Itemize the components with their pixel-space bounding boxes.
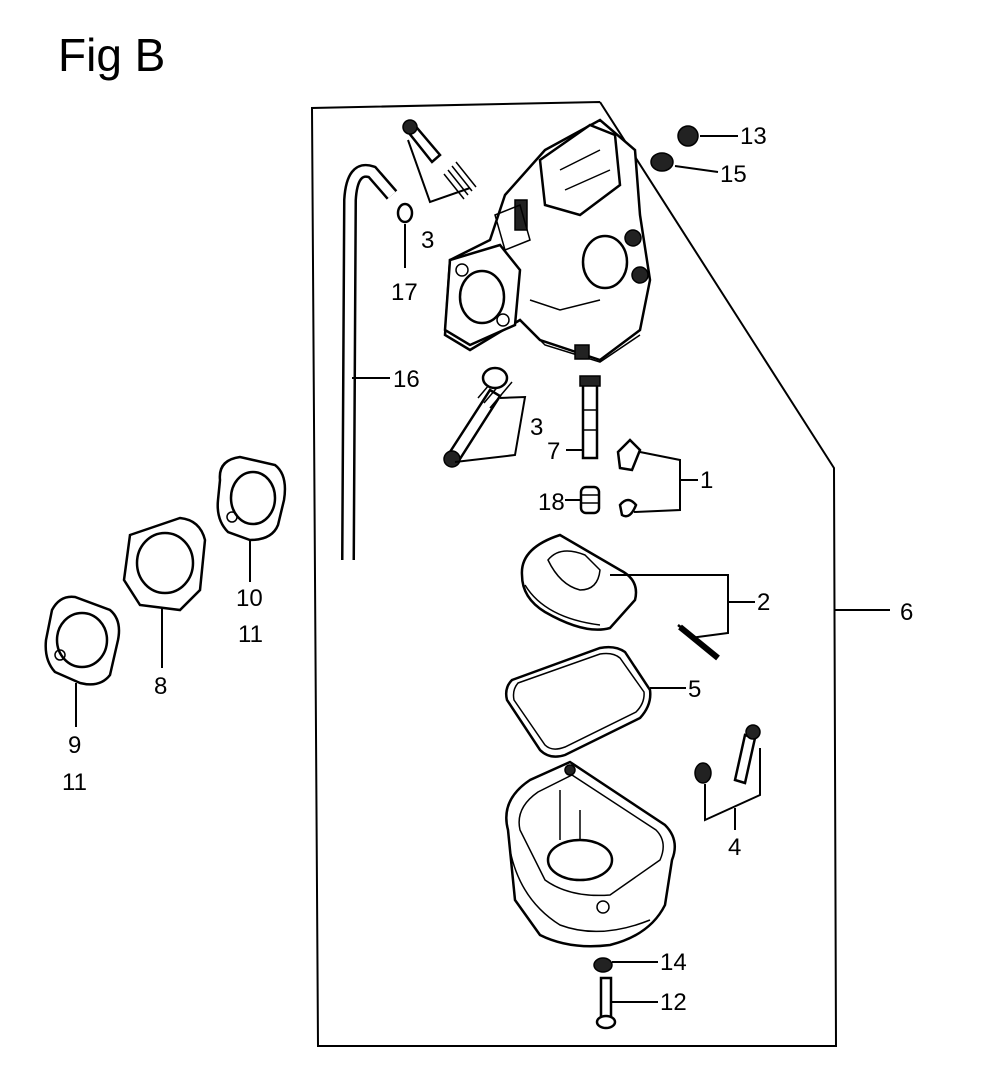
callout-14: 14 [660,949,687,976]
washer-14 [593,957,613,973]
drain-screw [595,976,617,1030]
callout-15: 15 [720,161,747,188]
pilot-screw-upper [402,119,477,200]
callout-2: 2 [757,589,770,616]
main-jet [579,375,601,460]
callout-10: 10 [236,585,263,612]
callout-3-lower: 3 [530,414,543,441]
figure-title: Fig B [58,29,166,81]
callout-8: 8 [154,673,167,700]
callout-1: 1 [700,467,713,494]
callout-16: 16 [393,366,420,393]
float-chamber [505,760,677,948]
clip-parts [616,438,642,518]
screw-and-washer [694,724,761,785]
callout-5: 5 [688,676,701,703]
callout-6: 6 [900,599,913,626]
callout-18: 18 [538,489,565,516]
callout-9-alt: 11 [62,769,87,796]
float [520,533,720,661]
o-ring-17 [396,202,414,224]
gasket-9 [44,595,121,686]
leader-lines [75,135,890,1003]
callout-12: 12 [660,989,687,1016]
fuel-tube [341,163,398,561]
callout-3-upper: 3 [421,227,434,254]
washer-15 [650,152,674,172]
insulator-10 [216,455,287,542]
callout-10-alt: 11 [238,621,263,648]
nut-13 [677,125,699,147]
assembly-outline [310,101,838,1047]
callout-9: 9 [68,732,81,759]
float-valve [579,485,601,515]
callout-13: 13 [740,123,767,150]
callout-17: 17 [391,279,418,306]
callout-4: 4 [728,834,741,861]
throttle-screw-lower [443,366,513,468]
callout-7: 7 [547,438,560,465]
carburetor-body [443,118,652,363]
gasket-8 [122,516,207,612]
